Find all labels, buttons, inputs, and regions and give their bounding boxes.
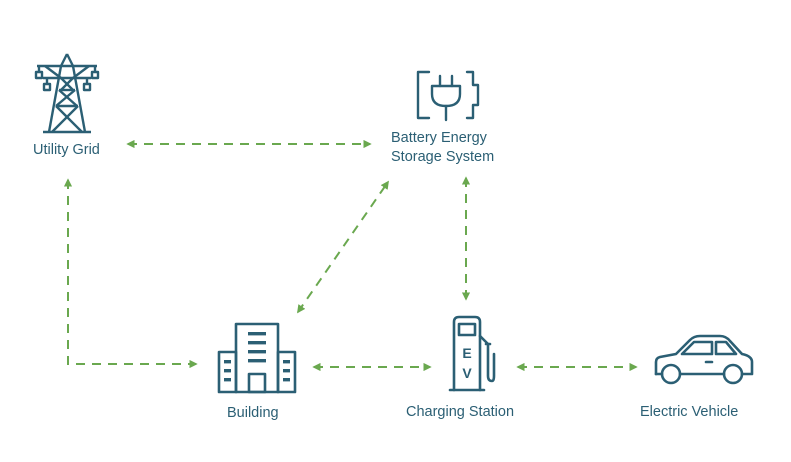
building-label: Building	[227, 405, 279, 421]
battery-label-line1: Battery Energy	[391, 130, 487, 146]
charger-glyph-v: V	[462, 365, 472, 381]
battery-plug-icon	[416, 70, 480, 122]
charger-glyph-e: E	[462, 345, 471, 361]
utility-grid-label: Utility Grid	[33, 142, 100, 158]
ev-charger-icon: E V	[448, 315, 496, 392]
arrow-building-battery	[297, 180, 389, 314]
battery-label-line2: Storage System	[391, 149, 495, 165]
building-icon	[217, 322, 297, 394]
transmission-tower-icon	[34, 53, 100, 134]
arrow-grid-building	[63, 178, 198, 369]
electric-vehicle-label: Electric Vehicle	[640, 404, 739, 420]
charging-station-label: Charging Station	[406, 404, 515, 420]
car-icon	[654, 334, 754, 385]
